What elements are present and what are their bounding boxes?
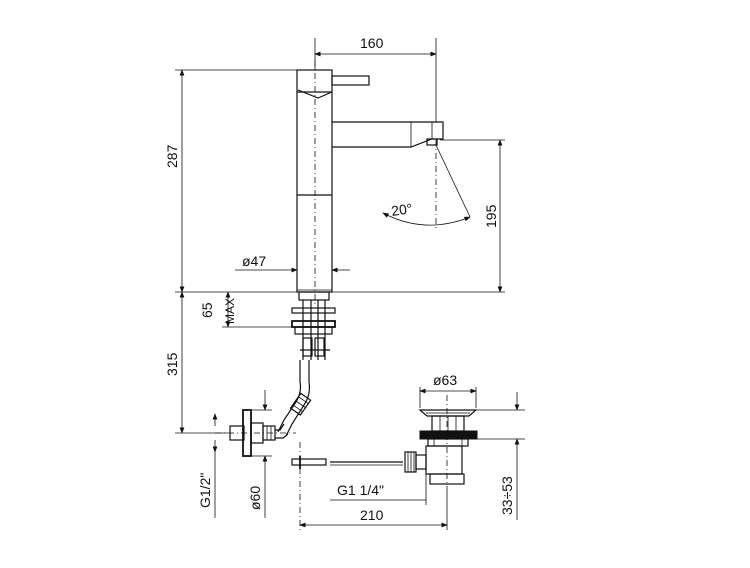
deck-max-label: MAX — [223, 298, 237, 324]
faucet-body — [296, 69, 370, 293]
pop-up-rod — [291, 456, 403, 469]
supply-thread-label: G1/2" — [197, 473, 213, 508]
body-diameter-label: ø47 — [242, 253, 266, 269]
waste-diameter-label: ø63 — [433, 372, 457, 388]
dimension-lines — [175, 38, 525, 530]
waste-offset-label: 210 — [360, 507, 384, 523]
swivel-angle-label: 20° — [390, 200, 413, 219]
swivel-angle-marking — [382, 144, 471, 226]
pop-up-waste — [404, 395, 478, 492]
outlet-height-label: 195 — [483, 204, 499, 228]
waste-thread-label: G1 1/4" — [337, 482, 384, 498]
rosette-diameter-label: ø60 — [247, 486, 263, 510]
spout-reach-label: 160 — [360, 35, 384, 51]
flex-hose — [277, 360, 312, 437]
deck-thickness-label: 65 — [199, 302, 215, 318]
spout — [332, 121, 444, 148]
mounting-shank — [291, 291, 336, 360]
overall-height-label: 287 — [164, 144, 180, 168]
supply-depth-label: 315 — [164, 352, 180, 376]
waste-range-label: 33÷53 — [499, 476, 515, 515]
